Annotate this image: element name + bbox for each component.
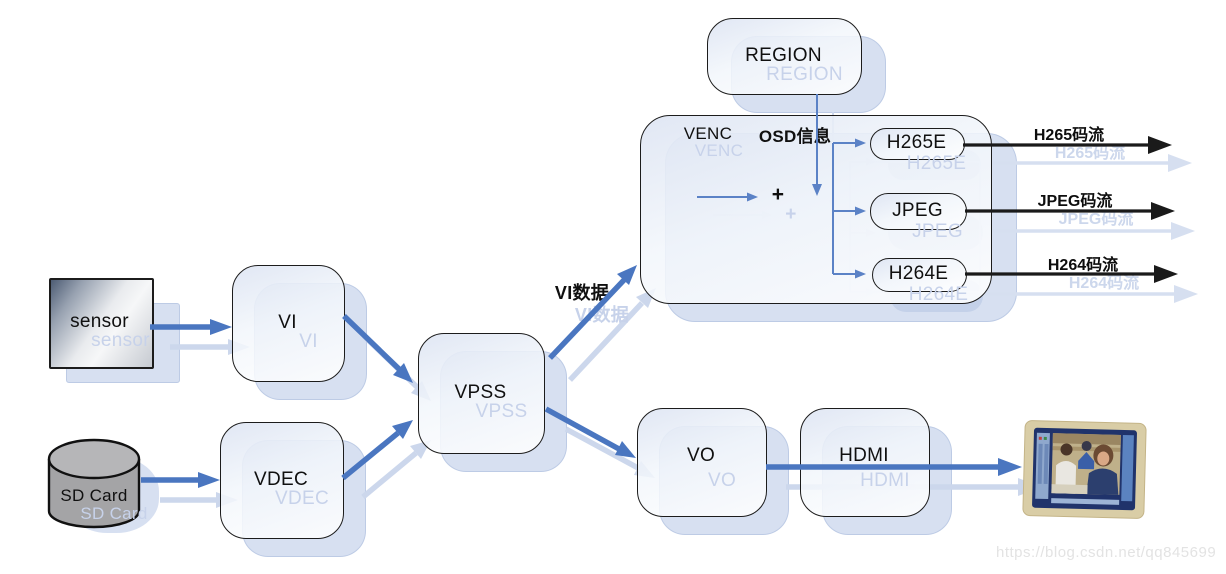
hdmi-label: HDMI [839, 444, 889, 466]
vdec-ghost-label: VDEC [275, 487, 329, 509]
monitor-right-panel [1121, 434, 1134, 502]
vpss-node [418, 333, 545, 454]
h264e-label: H264E [888, 263, 949, 284]
sd-card-label: SD Card [60, 486, 128, 505]
region-node [707, 18, 862, 95]
venc-ghost-label: VENC [694, 141, 744, 160]
vi-ghost-label: VI [299, 330, 318, 352]
vi-data-label: VI数据 [554, 283, 610, 303]
vo-ghost-label: VO [707, 469, 737, 491]
vo-label: VO [686, 444, 716, 466]
vi-label: VI [278, 311, 297, 333]
h265e-label: H265E [886, 132, 947, 153]
monitor-image [1022, 420, 1147, 519]
monitor-bottom-bar [1051, 498, 1120, 505]
region-label: REGION [745, 44, 822, 66]
csdn-watermark: https://blog.csdn.net/qq845699 [996, 544, 1217, 561]
monitor-screen-photo [1051, 433, 1121, 495]
jpeg-stream-ghost-label: JPEG码流 [1058, 211, 1134, 228]
vi-data-ghost-label: VI数据 [574, 305, 630, 325]
h265-stream-ghost-label: H265码流 [1054, 145, 1126, 162]
jpeg-stream-label: JPEG码流 [1037, 193, 1113, 210]
vdec-node [220, 422, 344, 539]
region-ghost-label: REGION [766, 63, 843, 85]
h264-stream-ghost-label: H264码流 [1068, 275, 1140, 292]
vpss-ghost-label: VPSS [475, 400, 528, 422]
osd-info-label: OSD信息 [758, 126, 832, 146]
vpss-label: VPSS [454, 381, 507, 403]
vdec-label: VDEC [254, 468, 308, 490]
plus-ghost-label: + [785, 204, 797, 225]
monitor-left-panel [1035, 432, 1050, 500]
monitor-frame [1022, 420, 1147, 519]
plus-label: + [771, 183, 785, 206]
jpeg-label: JPEG [892, 199, 943, 221]
sensor-label: sensor [70, 310, 129, 332]
h265-stream-label: H265码流 [1033, 127, 1105, 144]
sensor-node [49, 278, 154, 369]
venc-label: VENC [683, 124, 733, 143]
sensor-ghost-label: sensor [91, 329, 150, 351]
vi-node [232, 265, 345, 382]
h264-stream-label: H264码流 [1047, 257, 1119, 274]
monitor-bezel [1032, 427, 1137, 511]
hdmi-node [800, 408, 930, 517]
